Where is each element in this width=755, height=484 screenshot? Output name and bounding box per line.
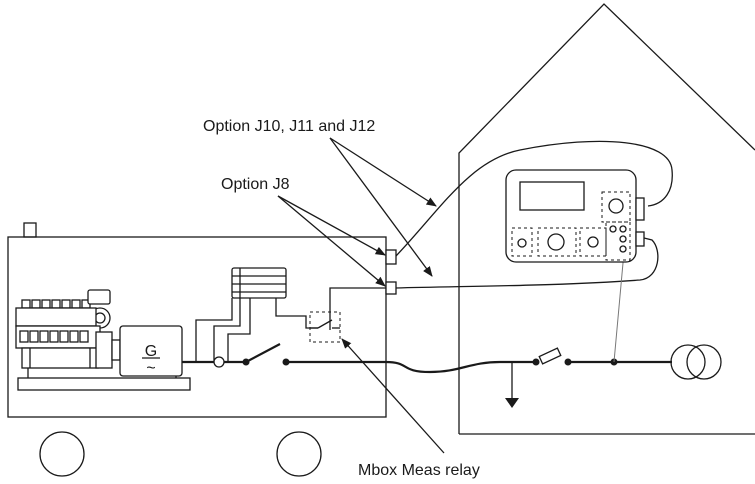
engine-cap xyxy=(61,299,71,309)
controller-button-area-2 xyxy=(537,227,577,257)
engine-head xyxy=(15,307,97,327)
engine-cap xyxy=(31,299,41,309)
wire-controller-ct xyxy=(213,298,241,362)
house-electrical xyxy=(500,229,722,408)
controller-knob-area xyxy=(601,191,631,223)
engine-base xyxy=(17,377,191,391)
controller-port-j10 xyxy=(635,197,645,221)
alternator: G ~ xyxy=(119,325,183,377)
controller-button-area-3 xyxy=(579,227,607,257)
current-transformer xyxy=(213,356,225,368)
trailer-wheel-right xyxy=(276,431,322,477)
arrow-j10-cable xyxy=(329,137,437,207)
generator-breaker xyxy=(245,343,281,363)
relay-contact xyxy=(317,319,333,329)
trailer-wheel-left xyxy=(39,431,85,477)
engine-flywheel xyxy=(95,331,113,369)
trailer-controller xyxy=(231,267,287,299)
label-mbox-meas-relay: Mbox Meas relay xyxy=(358,462,480,479)
earth-arrow xyxy=(505,398,519,408)
wire-relay-j8 xyxy=(329,287,388,330)
engine-cap xyxy=(71,299,81,309)
relay-dashed-box xyxy=(309,311,341,343)
generator-letter: G xyxy=(145,343,157,360)
trailer-body xyxy=(7,236,387,418)
house-controller xyxy=(505,169,645,263)
engine-turbo xyxy=(87,289,111,305)
trailer-wiring xyxy=(182,287,388,368)
controller-terminal-area xyxy=(605,221,631,261)
cable-j10-j12 xyxy=(395,140,673,257)
engine-cap xyxy=(21,299,31,309)
wire-controller-relay xyxy=(275,298,318,329)
label-option-j10-j11-j12: Option J10, J11 and J12 xyxy=(203,118,375,135)
house xyxy=(458,3,755,435)
arrow-j8-bottom xyxy=(277,195,386,287)
callouts xyxy=(277,137,445,454)
controller-knob xyxy=(608,198,624,214)
engine xyxy=(15,289,121,369)
power-cable xyxy=(385,360,501,374)
engine-cap xyxy=(41,299,51,309)
arrow-j10-trailer xyxy=(329,137,433,277)
connector-j8 xyxy=(385,281,397,295)
exhaust-stack xyxy=(23,222,37,238)
generator-trailer xyxy=(7,222,387,477)
controller-port-j8 xyxy=(635,231,645,247)
engine-cap xyxy=(51,299,61,309)
transformer-primary xyxy=(670,344,706,380)
mbox-meas-relay xyxy=(309,311,341,343)
arrow-j8-top xyxy=(277,195,386,256)
arrow-meas-relay xyxy=(341,338,445,454)
house-outline xyxy=(458,3,755,434)
transformer-secondary xyxy=(686,344,722,380)
label-option-j8: Option J8 xyxy=(221,176,290,193)
fuse xyxy=(538,347,562,365)
cable-j8 xyxy=(395,237,659,289)
engine-sump xyxy=(21,347,99,369)
alternator-housing xyxy=(119,325,183,377)
connector-j10 xyxy=(385,249,397,265)
generator-wave: ~ xyxy=(146,360,155,377)
controller-display xyxy=(519,181,585,211)
